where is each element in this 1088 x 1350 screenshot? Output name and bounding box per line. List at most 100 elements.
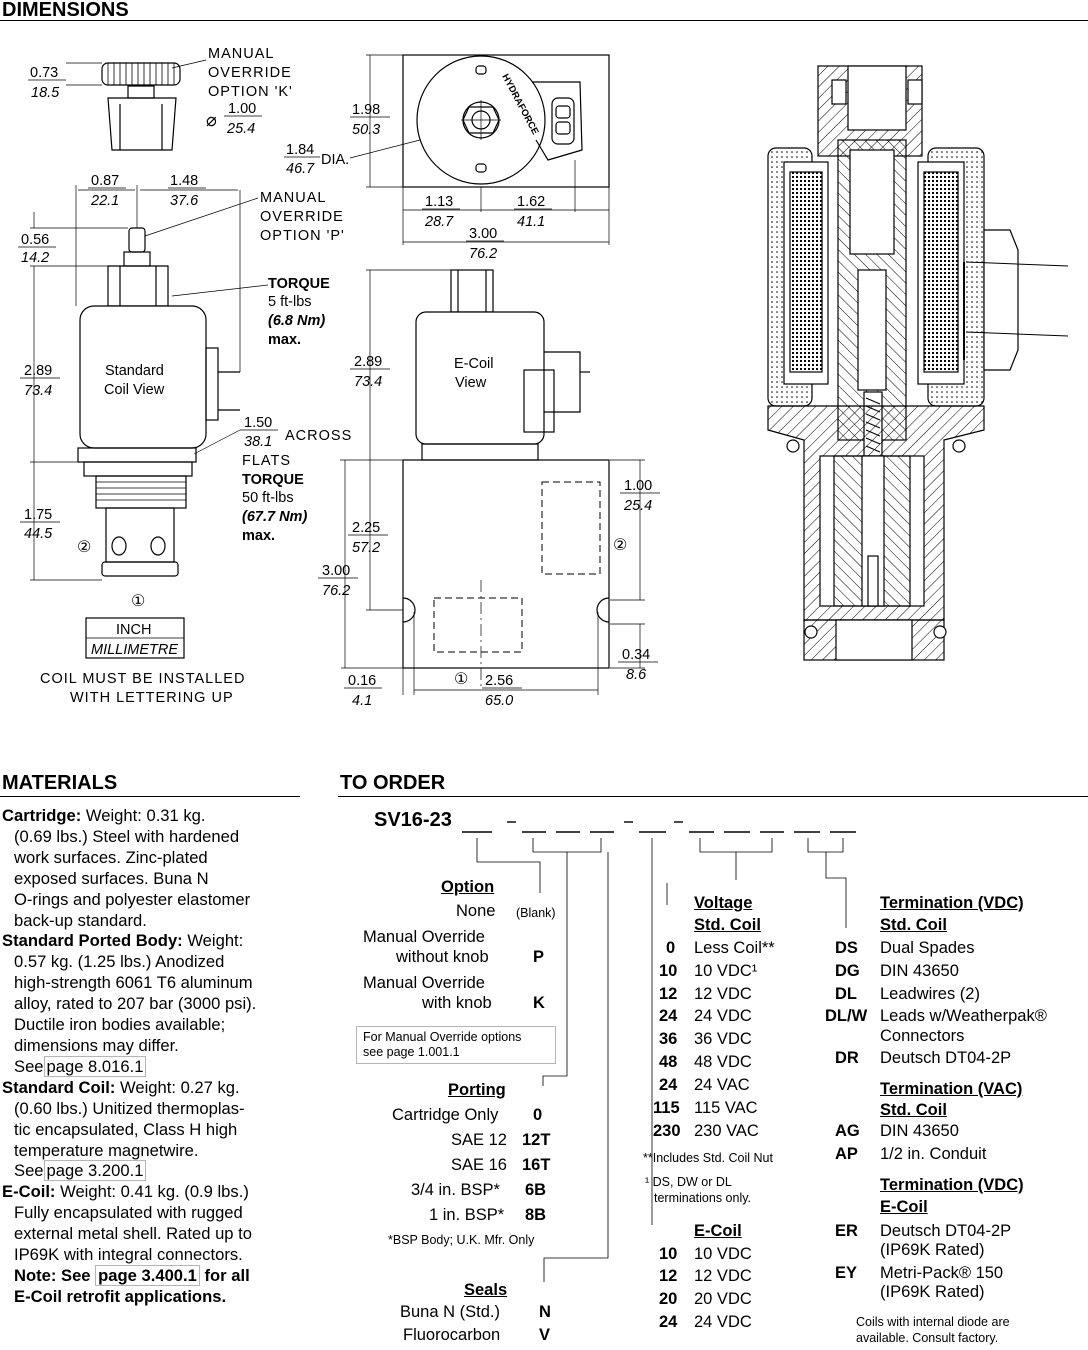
cartridge-line-3: exposed surfaces. Buna N (14, 868, 209, 888)
coil-page-link[interactable]: page 3.200.1 (43, 1160, 147, 1182)
cartridge-label: Cartridge: (2, 806, 82, 825)
ecoil-page-link[interactable]: page 3.400.1 (95, 1264, 200, 1286)
ecoil-row-0-code: 10 (659, 1245, 678, 1263)
materials-ported-body: Standard Ported Body: Weight: 0.57 kg. (… (2, 931, 302, 1077)
dimensions-heading: DIMENSIONS (2, 0, 129, 21)
ecoil-line-2: external metal shell. Rated up to (14, 1224, 252, 1244)
dim-h175-in: 1.75 (24, 507, 52, 523)
ported-label: Standard Ported Body: (2, 931, 183, 951)
ported-see: See (14, 1056, 44, 1076)
ecoil-line-1: Fully encapsulated with rugged (14, 1203, 243, 1223)
dim-h034-mm: 8.6 (626, 667, 647, 683)
ported-line-3: alloy, rated to 207 bar (3000 psi). (14, 994, 257, 1014)
top-view-drawing (349, 54, 610, 245)
ecoil-line-0: Weight: 0.41 kg. (0.9 lbs.) (55, 1182, 249, 1202)
voltage-row-3-code: 24 (659, 1007, 678, 1025)
dim-h289-in-mid: 2.89 (354, 354, 382, 370)
porting-row-2-code: 16T (522, 1156, 551, 1174)
cartridge-line-4: O-rings and polyester elastomer (14, 889, 251, 909)
option-none-name: None (456, 902, 496, 920)
term-vdc-row-2-code: DL (835, 985, 857, 1003)
dim-w1-in: 0.87 (91, 173, 119, 189)
ecoil-note-a: Note: See (14, 1265, 91, 1285)
ecoil-line-3: IP69K with integral connectors. (14, 1245, 243, 1265)
voltage-row-8-code: 230 (653, 1122, 681, 1140)
term-ecoil-row-1-name-2: (IP69K Rated) (880, 1283, 985, 1301)
ecoil-label-1: E-Coil (454, 356, 493, 372)
diameter-symbol: ⌀ (206, 110, 217, 130)
dim-h225-in: 2.25 (352, 520, 380, 536)
legend-inch: INCH (116, 622, 151, 638)
seals-title: Seals (464, 1281, 508, 1299)
dim-w2-in: 1.48 (170, 173, 198, 189)
option-note-box: For Manual Override options see page 1.0… (356, 1026, 556, 1064)
coil-label-1: Standard (105, 363, 164, 379)
term-vdc-title-1: Termination (VDC) (880, 894, 1024, 912)
dim-h300-in: 3.00 (322, 563, 350, 579)
flats-label-2: FLATS (242, 453, 291, 469)
term-vdc-row-0-name: Dual Spades (880, 939, 975, 957)
ecoil-row-2-code: 20 (659, 1290, 678, 1308)
coil-label: Standard Coil: (2, 1077, 116, 1097)
ecoil-note-b: for all (199, 1265, 250, 1285)
voltage-footnote-3: terminations only. (654, 1191, 752, 1205)
seals-row-1-code: V (539, 1326, 551, 1344)
ecoil-row-2-name: 20 VDC (694, 1290, 752, 1308)
coil-line-3: temperature magnetwire. (14, 1140, 199, 1160)
dim-h225-mm: 57.2 (352, 540, 380, 556)
install-note-1: COIL MUST BE INSTALLED (40, 671, 245, 687)
ecoil-row-3-code: 24 (659, 1313, 678, 1331)
dim-w016-mm: 4.1 (352, 693, 372, 709)
option-k-code: K (533, 994, 545, 1012)
voltage-row-0-name: Less Coil** (694, 939, 775, 957)
voltage-row-6-name: 24 VAC (694, 1076, 750, 1094)
legend-millimetre: MILLIMETRE (91, 642, 178, 658)
ecoil-row-0-name: 10 VDC (694, 1245, 752, 1263)
standard-coil-view-drawing (30, 59, 269, 659)
port-1-label-mid: ① (454, 671, 468, 688)
dim-w256-mm: 65.0 (485, 693, 513, 709)
term-ecoil-title-1: Termination (VDC) (880, 1176, 1024, 1194)
dimension-drawings: 0.73 18.5 MANUAL OVERRIDE OPTION 'K' ⌀ 1… (18, 46, 1069, 709)
term-vdc-row-4-name: Deutsch DT04-2P (880, 1049, 1012, 1067)
dim-h034-in: 0.34 (622, 647, 650, 663)
dim-h056-mm: 14.2 (21, 250, 49, 266)
dim-h100-mm: 25.4 (623, 498, 652, 514)
e-coil-view-drawing (340, 269, 645, 695)
cartridge-line-0: Weight: 0.31 kg. (81, 806, 206, 825)
torque2-label: TORQUE (242, 472, 304, 488)
ported-page-link[interactable]: page 8.016.1 (43, 1055, 147, 1077)
term-vdc-row-3-name: Leads w/Weatherpak® (880, 1007, 1047, 1025)
override-p-label-1: MANUAL (260, 190, 326, 206)
voltage-footnote-1: **Includes Std. Coil Nut (643, 1151, 773, 1165)
porting-row-3-name: 3/4 in. BSP* (411, 1181, 500, 1199)
cartridge-line-2: work surfaces. Zinc-plated (14, 847, 208, 867)
term-ecoil-note-1: Coils with internal diode are (856, 1315, 1010, 1329)
coil-line-1: (0.60 lbs.) Unitized thermoplas- (14, 1098, 245, 1118)
coil-line-0: Weight: 0.27 kg. (115, 1077, 240, 1097)
option-k-name-1: Manual Override (363, 974, 485, 992)
ecoil-note-line: Note: See page 3.400.1 for all (2, 1264, 302, 1287)
option-note-1: For Manual Override options (363, 1030, 522, 1044)
voltage-footnote-2: ¹ DS, DW or DL (645, 1175, 732, 1189)
coil-line-2: tic encapsulated, Class H high (14, 1119, 238, 1139)
dim-top-h-mm: 50.3 (352, 122, 380, 138)
dim-dia-mm: 25.4 (226, 121, 255, 137)
voltage-row-7-name: 115 VAC (694, 1099, 758, 1117)
voltage-title-1: Voltage (694, 894, 753, 912)
dim-dia-in-mid: 1.84 (286, 142, 314, 158)
ecoil-title: E-Coil (694, 1222, 742, 1240)
ported-line-2: high-strength 6061 T6 aluminum (14, 973, 253, 993)
option-p-code: P (533, 948, 545, 966)
port-1-label: ① (131, 593, 145, 610)
model-code: SV16-23 (374, 809, 452, 831)
flats-label-1: ACROSS (285, 428, 352, 444)
coil-see: See (14, 1161, 44, 1181)
ecoil-row-3-name: 24 VDC (694, 1313, 752, 1331)
voltage-row-5-code: 48 (659, 1053, 678, 1071)
ecoil-row-1-name: 12 VDC (694, 1267, 752, 1285)
porting-row-0-name: Cartridge Only (392, 1106, 499, 1124)
to-order-heading-rule (338, 796, 1088, 797)
dim-w300-mm: 76.2 (469, 246, 497, 262)
term-vdc-title-2: Std. Coil (880, 916, 947, 934)
